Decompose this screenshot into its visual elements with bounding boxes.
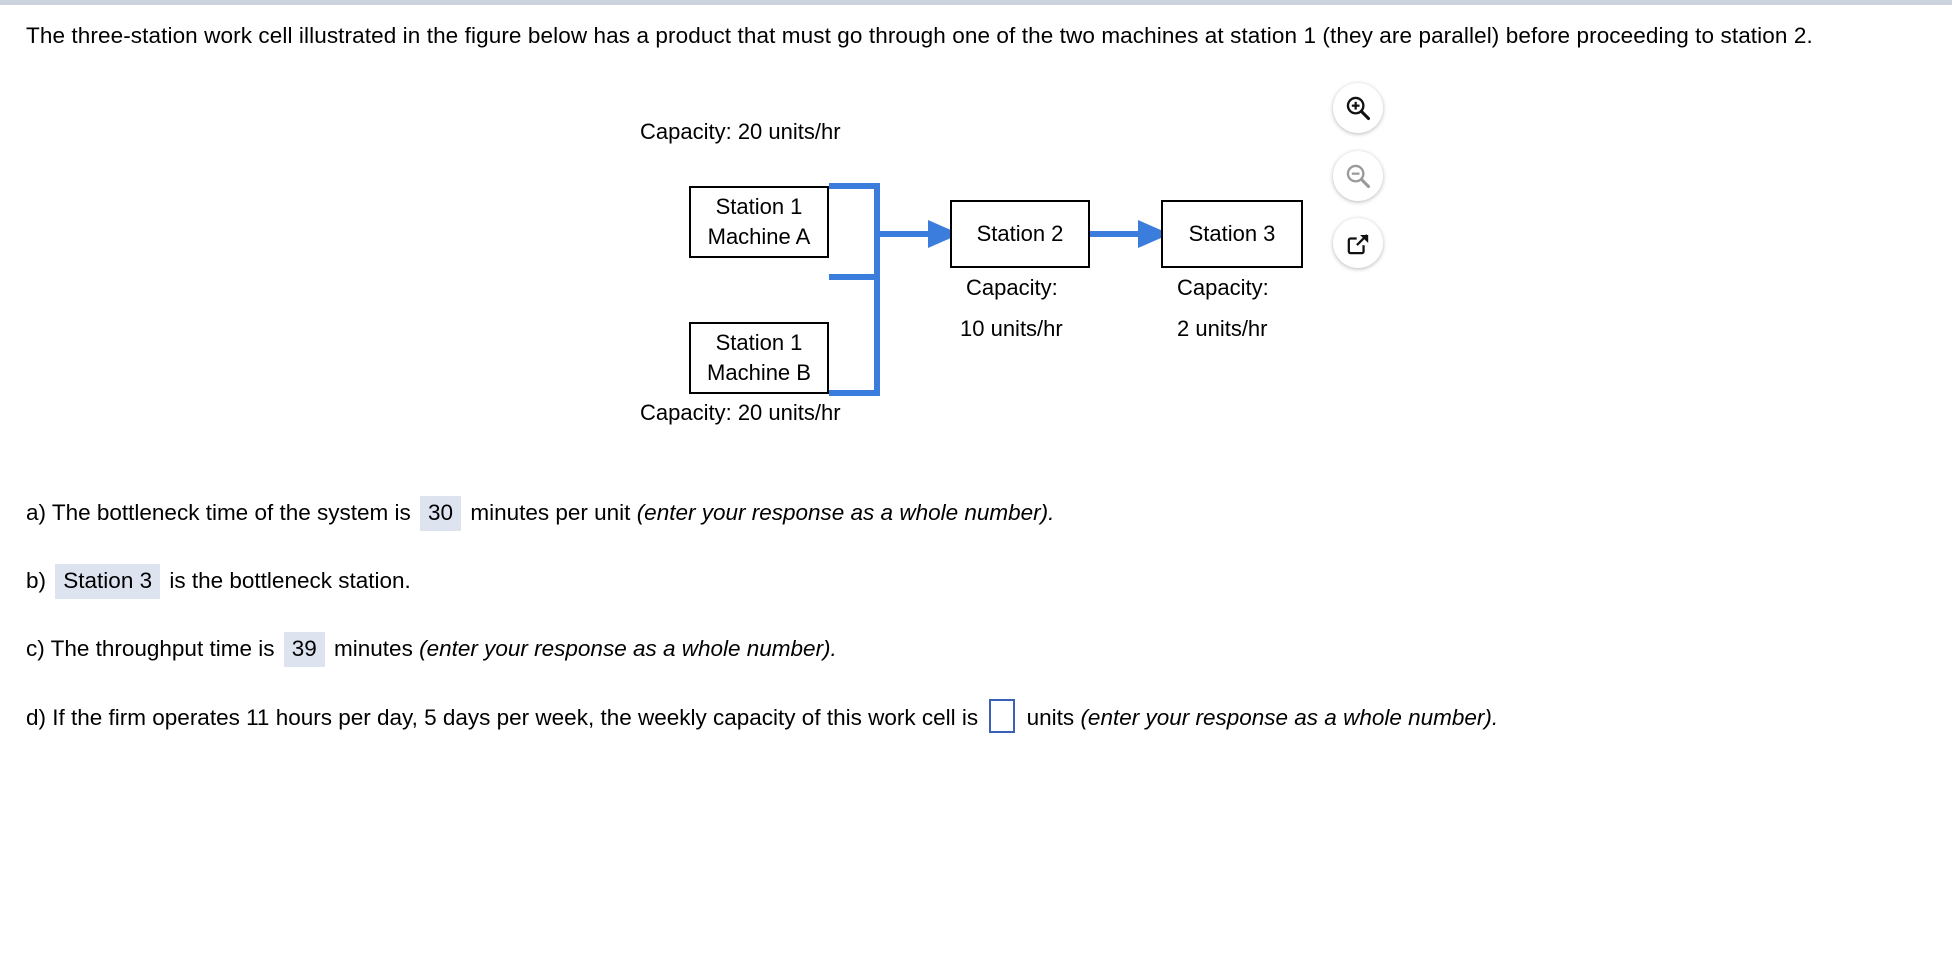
- answer-section: a) The bottleneck time of the system is …: [26, 495, 1926, 768]
- zoom-in-button[interactable]: [1333, 83, 1383, 133]
- zoom-in-icon: [1346, 96, 1371, 121]
- answer-line-c: c) The throughput time is 39 minutes (en…: [26, 631, 1926, 667]
- answer-d-middle: units: [1026, 705, 1075, 730]
- answer-line-d: d) If the firm operates 11 hours per day…: [26, 699, 1926, 736]
- work-cell-diagram: Capacity: 20 units/hr Station 1 Machine …: [0, 110, 1420, 430]
- answer-c-hint: (enter your response as a whole number).: [419, 636, 837, 661]
- station3-capacity-line2: 2 units/hr: [1177, 316, 1268, 341]
- answer-a-middle: minutes per unit: [470, 500, 631, 525]
- answer-a-prefix: a) The bottleneck time of the system is: [26, 500, 411, 525]
- answer-c-prefix: c) The throughput time is: [26, 636, 275, 661]
- answer-a-hint: (enter your response as a whole number).: [636, 500, 1055, 525]
- problem-statement: The three-station work cell illustrated …: [26, 23, 1813, 48]
- node-station1-machine-b-line2: Machine B: [707, 360, 811, 385]
- answer-b-input[interactable]: Station 3: [55, 564, 161, 599]
- diagram-connectors: [829, 183, 1170, 396]
- node-station3: Station 3: [1161, 200, 1303, 268]
- station2-capacity-line1: Capacity:: [966, 275, 1058, 300]
- answer-b-prefix: b): [26, 568, 47, 593]
- machine-a-capacity-label: Capacity: 20 units/hr: [640, 119, 841, 144]
- node-station1-machine-a-line1: Station 1: [715, 194, 803, 219]
- machine-b-capacity-label: Capacity: 20 units/hr: [640, 400, 841, 425]
- external-link-icon: [1347, 233, 1368, 254]
- answer-d-prefix: d) If the firm operates 11 hours per day…: [26, 705, 979, 730]
- node-station1-machine-b-line1: Station 1: [715, 330, 803, 355]
- node-station1-machine-a-line2: Machine A: [707, 224, 811, 249]
- top-accent-bar: [0, 0, 1952, 5]
- answer-d-input[interactable]: [989, 699, 1016, 733]
- answer-c-input[interactable]: 39: [283, 632, 325, 667]
- node-station2: Station 2: [950, 200, 1090, 268]
- zoom-out-button[interactable]: [1333, 151, 1383, 201]
- node-station1-machine-b: Station 1 Machine B: [689, 322, 829, 394]
- answer-line-a: a) The bottleneck time of the system is …: [26, 495, 1926, 531]
- station2-capacity-line2: 10 units/hr: [960, 316, 1063, 341]
- answer-line-b: b) Station 3 is the bottleneck station.: [26, 563, 1926, 599]
- open-in-new-window-button[interactable]: [1333, 218, 1383, 268]
- answer-c-middle: minutes: [334, 636, 413, 661]
- node-station3-line1: Station 3: [1188, 221, 1276, 246]
- node-station2-line1: Station 2: [976, 221, 1064, 246]
- answer-a-input[interactable]: 30: [420, 496, 462, 531]
- node-station1-machine-a: Station 1 Machine A: [689, 186, 829, 258]
- answer-b-suffix: is the bottleneck station.: [169, 568, 411, 593]
- zoom-out-icon: [1346, 164, 1371, 189]
- station3-capacity-line1: Capacity:: [1177, 275, 1269, 300]
- answer-d-hint: (enter your response as a whole number).: [1080, 705, 1499, 730]
